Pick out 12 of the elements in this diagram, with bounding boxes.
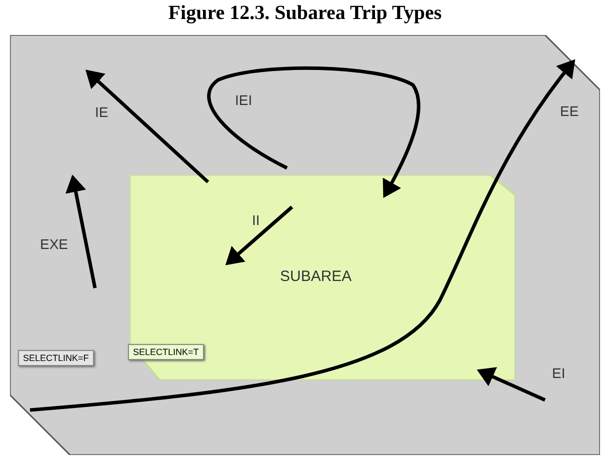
- arrow-label: EXE: [40, 236, 68, 252]
- tag-label: SELECTLINK=T: [128, 344, 204, 360]
- arrow-label: EI: [552, 365, 566, 381]
- figure-title: Figure 12.3. Subarea Trip Types: [167, 2, 443, 25]
- arrow-label: EE: [560, 103, 579, 119]
- region-label: SUBAREA: [280, 268, 352, 285]
- arrow-label: II: [252, 212, 260, 228]
- arrow-label: IEI: [235, 92, 252, 108]
- outer-region: [10, 35, 600, 455]
- arrow-label: IE: [95, 104, 108, 120]
- tag-label: SELECTLINK=F: [18, 350, 94, 366]
- subarea-region: [130, 175, 515, 380]
